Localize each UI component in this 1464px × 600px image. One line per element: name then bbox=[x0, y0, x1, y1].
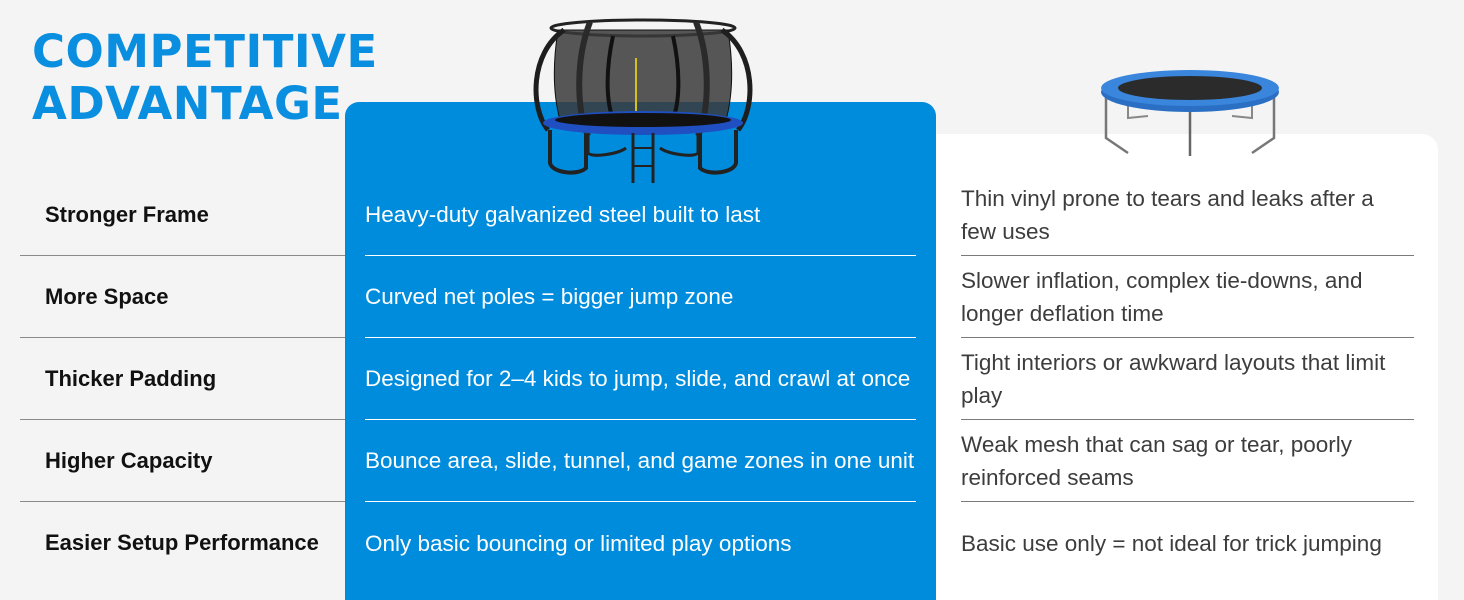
title-line-1: COMPETITIVE bbox=[32, 25, 378, 78]
competitor-value-stronger-frame: Thin vinyl prone to tears and leaks afte… bbox=[961, 174, 1414, 256]
feature-label-stronger-frame: Stronger Frame bbox=[20, 174, 345, 256]
feature-label-thicker-padding: Thicker Padding bbox=[20, 338, 345, 420]
trampoline-with-enclosure-icon bbox=[533, 18, 753, 183]
feature-label-easier-setup: Easier Setup Performance bbox=[45, 530, 319, 555]
page-title: COMPETITIVE ADVANTAGE bbox=[32, 26, 378, 130]
competitor-value-easier-setup: Basic use only = not ideal for trick jum… bbox=[961, 530, 1382, 556]
our-value-stronger-frame: Heavy-duty galvanized steel built to las… bbox=[365, 174, 916, 256]
title-line-2: ADVANTAGE bbox=[32, 77, 343, 130]
our-value-thicker-padding: Designed for 2–4 kids to jump, slide, an… bbox=[365, 338, 916, 420]
our-value-easier-setup: Only basic bouncing or limited play opti… bbox=[365, 530, 792, 556]
basic-trampoline-icon bbox=[1101, 70, 1279, 156]
feature-labels-column: Stronger Frame More Space Thicker Paddin… bbox=[20, 174, 345, 584]
our-product-column: Heavy-duty galvanized steel built to las… bbox=[345, 102, 936, 600]
competitor-value-more-space: Slower inflation, complex tie-downs, and… bbox=[961, 256, 1414, 338]
feature-label-more-space: More Space bbox=[20, 256, 345, 338]
our-value-more-space: Curved net poles = bigger jump zone bbox=[365, 256, 916, 338]
competitor-product-column: Thin vinyl prone to tears and leaks afte… bbox=[936, 134, 1438, 600]
our-value-higher-capacity: Bounce area, slide, tunnel, and game zon… bbox=[365, 420, 916, 502]
competitor-value-thicker-padding: Tight interiors or awkward layouts that … bbox=[961, 338, 1414, 420]
competitor-value-higher-capacity: Weak mesh that can sag or tear, poorly r… bbox=[961, 420, 1414, 502]
feature-label-higher-capacity: Higher Capacity bbox=[20, 420, 345, 502]
